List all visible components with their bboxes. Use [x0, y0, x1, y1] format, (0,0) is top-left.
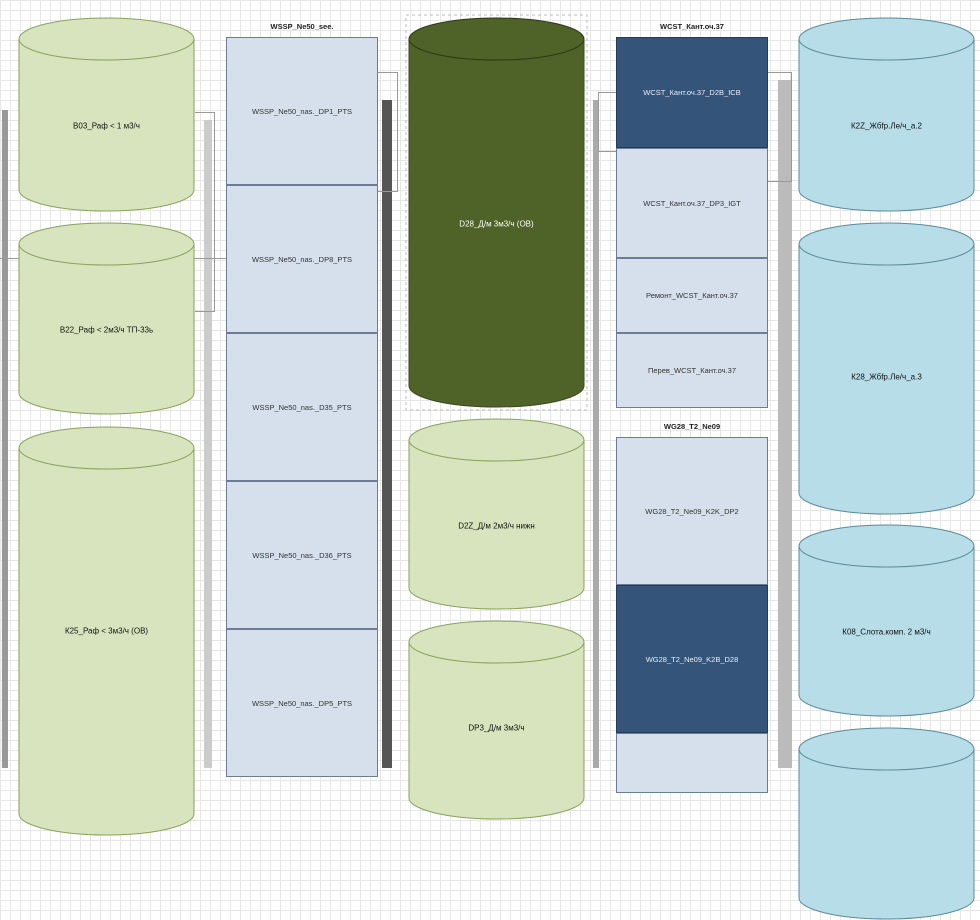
connector: [378, 72, 398, 192]
process-box[interactable]: WSSP_Ne50_nas._DP8_PTS: [226, 185, 378, 333]
storage-cylinder[interactable]: К08_Слота.комп. 2 м3/ч: [798, 524, 975, 717]
connector-bundle: [778, 80, 792, 768]
cylinder-label: К08_Слота.комп. 2 м3/ч: [842, 627, 931, 637]
cylinder-label: D2Z_Д/м 2м3/ч нижн: [458, 521, 535, 531]
connector-bundle: [2, 110, 8, 768]
process-box[interactable]: WCST_Кант.оч.37_DP3_IGT: [616, 148, 768, 258]
connector: [598, 92, 616, 152]
storage-cylinder[interactable]: [798, 727, 975, 920]
storage-cylinder[interactable]: В22_Раф < 2м3/ч ТП-33ь: [18, 222, 195, 415]
process-box[interactable]: WSSP_Ne50_nas._D36_PTS: [226, 481, 378, 629]
storage-cylinder[interactable]: К28_Жбfр.Ле/ч_а.3: [798, 222, 975, 515]
process-box[interactable]: [616, 733, 768, 793]
storage-cylinder-selected[interactable]: D28_Д/м 3м3/ч (ОВ): [405, 14, 588, 411]
connector-bundle: [204, 120, 212, 768]
group-title: WSSP_Ne50_see.: [270, 22, 334, 31]
process-box-active[interactable]: WCST_Кант.оч.37_D2B_ICB: [616, 37, 768, 148]
storage-cylinder[interactable]: D2Z_Д/м 2м3/ч нижн: [408, 418, 585, 610]
storage-cylinder[interactable]: К2Z_Жбfр.Ле/ч_а.2: [798, 17, 975, 212]
cylinder-label: DP3_Д/м 3м3/ч: [468, 723, 525, 733]
process-box-active[interactable]: WG28_T2_Ne09_K2B_D28: [616, 585, 768, 733]
group-title: WCST_Кант.оч.37: [660, 22, 724, 31]
connector: [195, 112, 215, 312]
connector-bundle: [382, 100, 392, 768]
storage-cylinder[interactable]: К25_Раф < 3м3/ч (ОВ): [18, 426, 195, 836]
cylinder-label: D28_Д/м 3м3/ч (ОВ): [459, 219, 534, 229]
process-box[interactable]: Ремонт_WCST_Кант.оч.37: [616, 258, 768, 333]
process-box[interactable]: WG28_T2_Ne09_K2K_DP2: [616, 437, 768, 585]
connector: [768, 72, 792, 182]
process-box[interactable]: WSSP_Ne50_nas._DP5_PTS: [226, 629, 378, 777]
process-box[interactable]: WSSP_Ne50_nas._DP1_PTS: [226, 37, 378, 185]
connector-bundle: [593, 100, 599, 768]
cylinder-label: К2Z_Жбfр.Ле/ч_а.2: [851, 121, 922, 131]
process-box[interactable]: Перев_WCST_Кант.оч.37: [616, 333, 768, 408]
cylinder-label: К28_Жбfр.Ле/ч_а.3: [851, 372, 922, 382]
process-box[interactable]: WSSP_Ne50_nas._D35_PTS: [226, 333, 378, 481]
cylinder-label: В03_Раф < 1 м3/ч: [73, 121, 140, 131]
cylinder-label: К25_Раф < 3м3/ч (ОВ): [64, 626, 149, 636]
cylinder-label: В22_Раф < 2м3/ч ТП-33ь: [59, 325, 154, 335]
storage-cylinder[interactable]: В03_Раф < 1 м3/ч: [18, 17, 195, 212]
group-title: WG28_T2_Ne09: [663, 422, 721, 431]
storage-cylinder[interactable]: DP3_Д/м 3м3/ч: [408, 620, 585, 820]
